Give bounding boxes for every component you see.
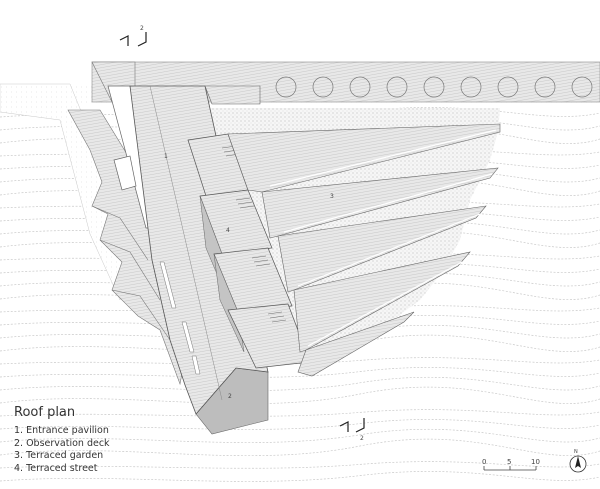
scale-label-10: 10 (531, 458, 540, 466)
label-observation-deck-number: 2 (228, 393, 232, 400)
north-arrow-icon: N (569, 449, 587, 473)
top-road (91, 61, 600, 103)
planter-circle (571, 76, 593, 98)
contour-line (0, 409, 600, 417)
legend: Roof plan 1. Entrance pavilion 2. Observ… (14, 405, 110, 475)
terraced-street (187, 133, 311, 369)
planter-circle (275, 76, 297, 98)
scale-label-5: 5 (507, 458, 511, 466)
legend-title: Roof plan (14, 405, 76, 420)
scale-label-0: 0 (482, 458, 486, 466)
planter-circle (386, 76, 408, 98)
contour-line (0, 367, 600, 378)
contour-line (0, 386, 600, 405)
slope-ground (0, 83, 131, 301)
contour-line (0, 471, 600, 482)
observation-deck (129, 85, 269, 435)
legend-item-observation-deck: 2. Observation deck (14, 437, 110, 449)
contour-line (0, 461, 600, 469)
label-terraced-garden-number: 3 (330, 193, 334, 200)
contour-line (0, 334, 600, 353)
planter-circle (460, 76, 482, 98)
legend-item-terraced-garden: 3. Terraced garden (14, 450, 104, 461)
section-mark-bottom-label: 2 (360, 435, 364, 442)
planter-circle (312, 76, 334, 98)
legend-item-terraced-street: 4. Terraced street (14, 462, 98, 474)
scale-bar: 0 5 10 (482, 458, 540, 471)
contour-line (0, 376, 600, 391)
label-entrance-pavilion-number: 1 (164, 153, 168, 160)
legend-item-entrance-pavilion: 1. Entrance pavilion (14, 425, 109, 436)
planter-circle (497, 76, 519, 98)
planter-circles (275, 76, 593, 98)
garden-terrace-arms (227, 123, 501, 377)
contour-line (0, 428, 600, 443)
planter-circle (349, 76, 371, 98)
contour-line (0, 282, 600, 301)
planter-circle (534, 76, 556, 98)
section-mark-bottom (339, 418, 365, 433)
terrace-arm-edges (269, 129, 497, 347)
label-terraced-street-number: 4 (226, 227, 230, 234)
planter-circle (423, 76, 445, 98)
section-mark-top (119, 32, 147, 47)
section-mark-top-label: 2 (140, 25, 144, 32)
contour-line (0, 438, 600, 457)
north-arrow-label: N (574, 449, 578, 455)
contour-line (0, 357, 600, 365)
